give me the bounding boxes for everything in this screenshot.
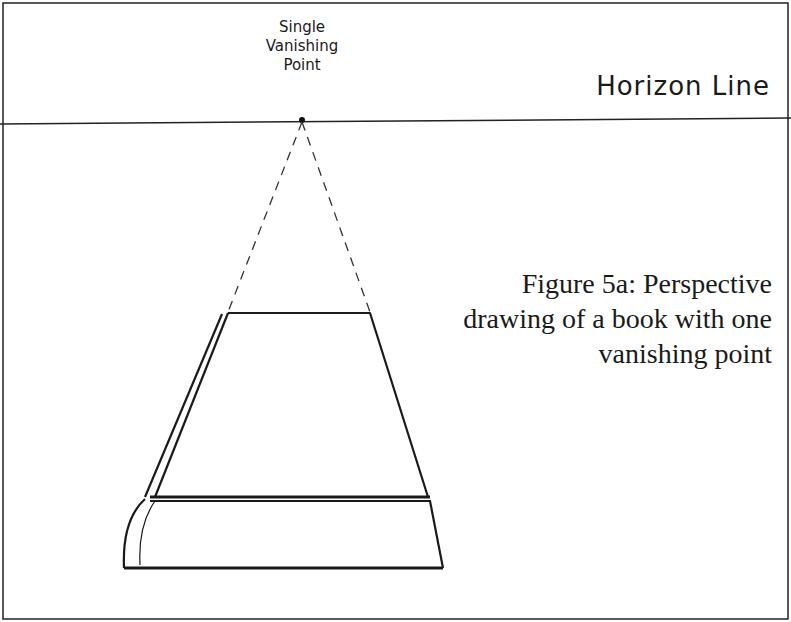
figure-caption: Figure 5a: Perspective drawing of a book…	[442, 266, 772, 371]
construction-lines	[228, 122, 370, 312]
horizon-line-label: Horizon Line	[500, 70, 770, 102]
book	[124, 313, 443, 568]
vanishing-point-label: Single Vanishing Point	[258, 18, 346, 75]
frame	[3, 3, 788, 619]
horizon-line	[0, 118, 791, 124]
